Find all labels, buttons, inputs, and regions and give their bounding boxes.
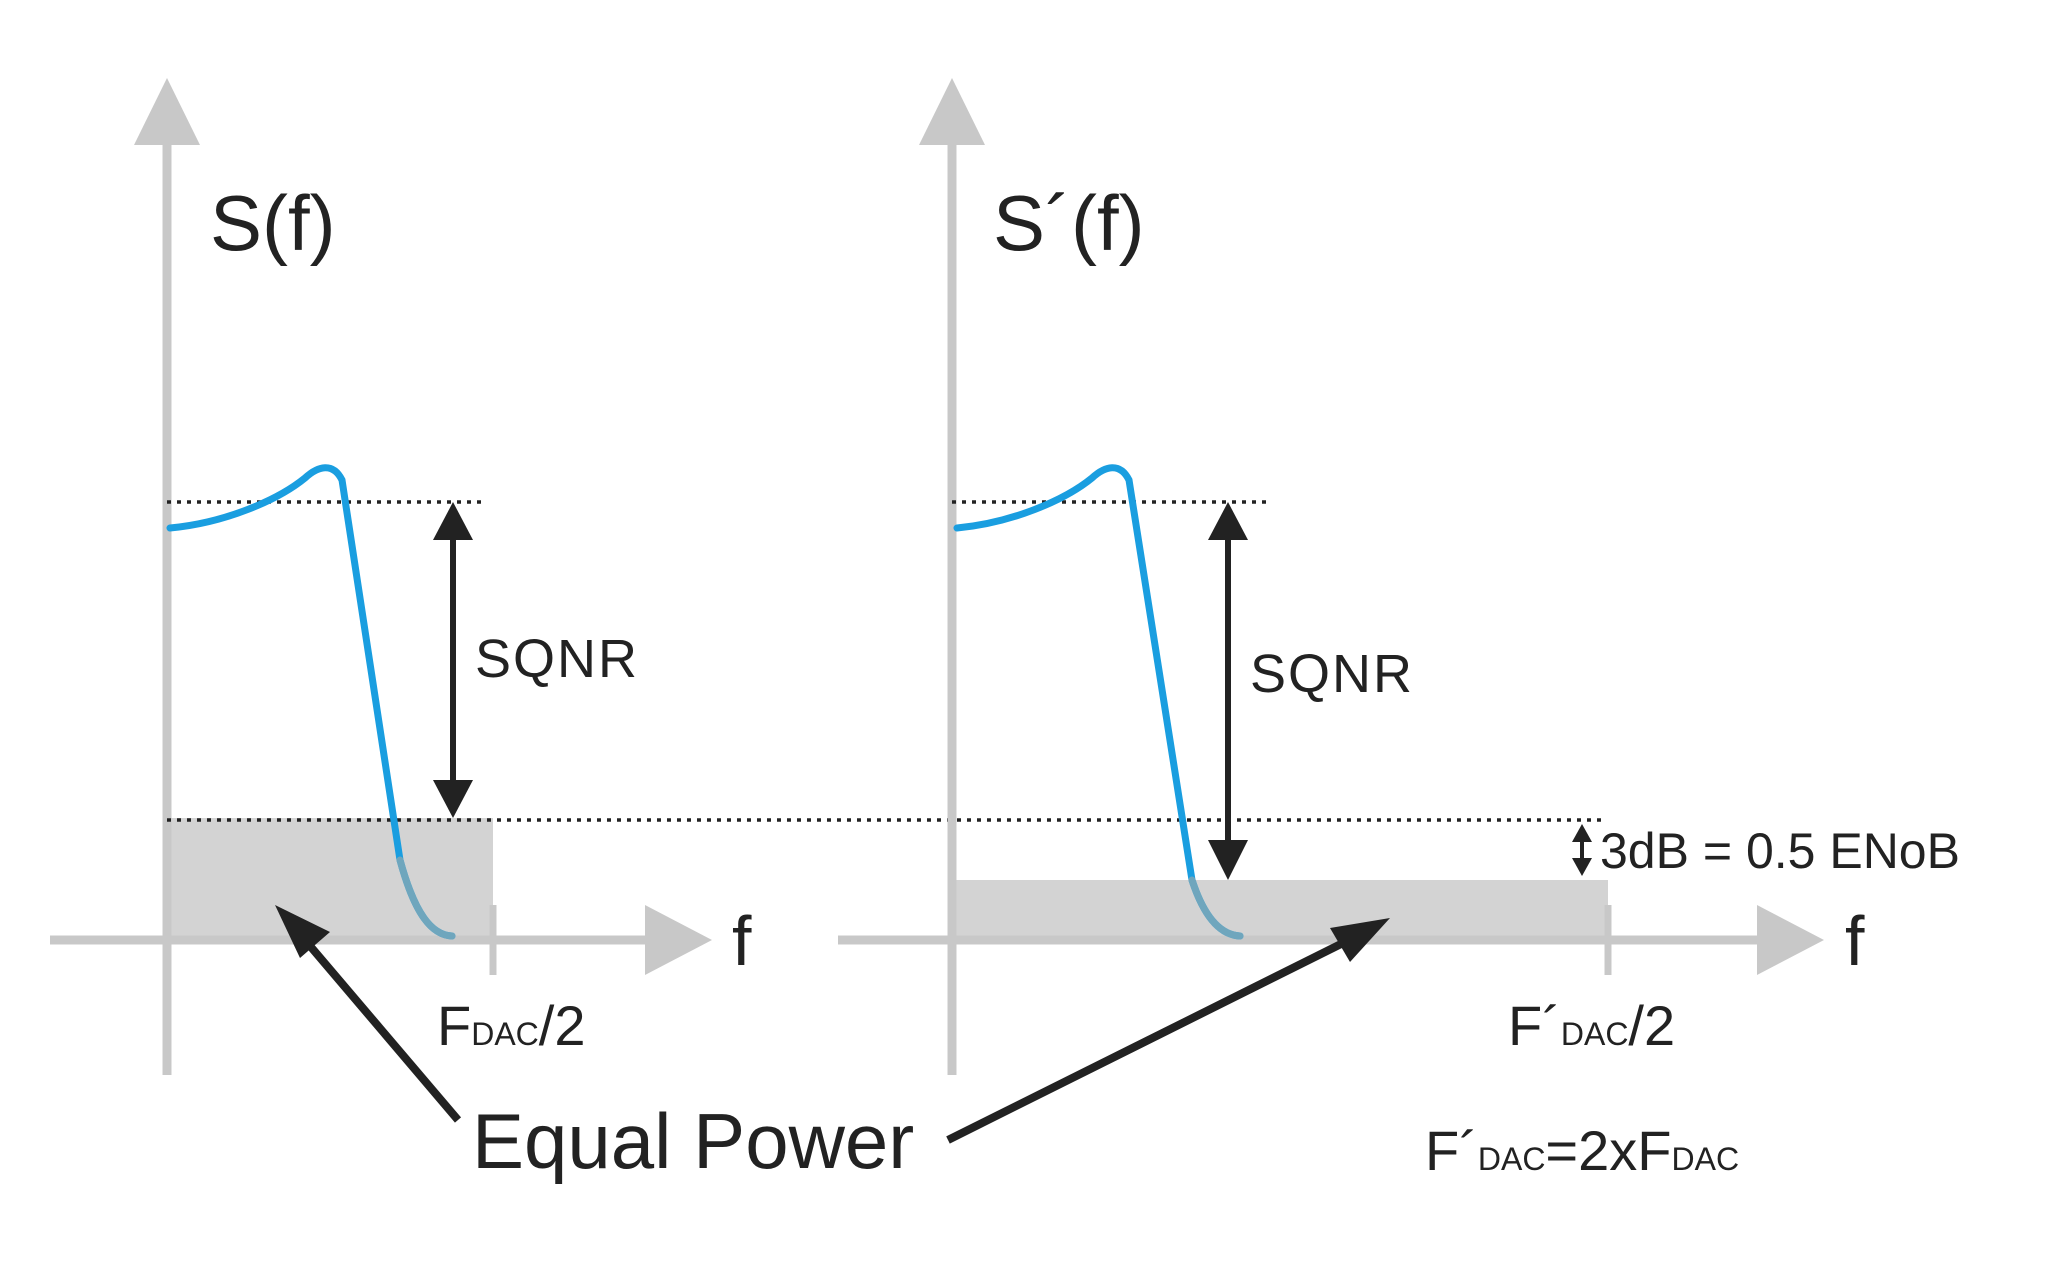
left-spectrum-tail: [396, 856, 456, 940]
pointer-arrow-icon: [275, 905, 462, 1123]
right-y-axis-label: S´(f): [993, 179, 1145, 267]
arrow-head-up-icon: [134, 78, 200, 145]
left-y-axis-label: S(f): [210, 179, 336, 267]
right-sqnr-label: SQNR: [1250, 644, 1414, 704]
left-nyquist-label: FDAC/2: [437, 994, 585, 1057]
right-x-axis-label: f: [1845, 902, 1865, 980]
arrow-head-up-icon: [919, 78, 985, 145]
double-arrow-icon: [1572, 824, 1592, 876]
right-panel: [838, 78, 1824, 1075]
double-arrow-icon: [433, 502, 473, 818]
double-arrow-icon: [1208, 502, 1248, 880]
arrow-head-right-icon: [645, 905, 712, 975]
left-sqnr-label: SQNR: [475, 629, 639, 689]
left-x-axis-label: f: [732, 902, 752, 980]
right-noise-floor: [955, 880, 1608, 938]
right-spectrum-curve: [953, 464, 1244, 940]
right-nyquist-label: F´DAC/2: [1508, 994, 1675, 1057]
equal-power-label: Equal Power: [472, 1097, 914, 1185]
arrow-head-right-icon: [1757, 905, 1824, 975]
enob-step-label: 3dB = 0.5 ENoB: [1600, 823, 1960, 879]
equal-power-pointers: [275, 905, 1390, 1144]
pointer-arrow-icon: [946, 918, 1390, 1144]
left-noise-floor: [165, 818, 493, 938]
left-panel: [50, 78, 1602, 1075]
sample-rate-relation: F´DAC=2xFDAC: [1425, 1119, 1739, 1182]
right-spectrum-tail: [1188, 876, 1244, 940]
